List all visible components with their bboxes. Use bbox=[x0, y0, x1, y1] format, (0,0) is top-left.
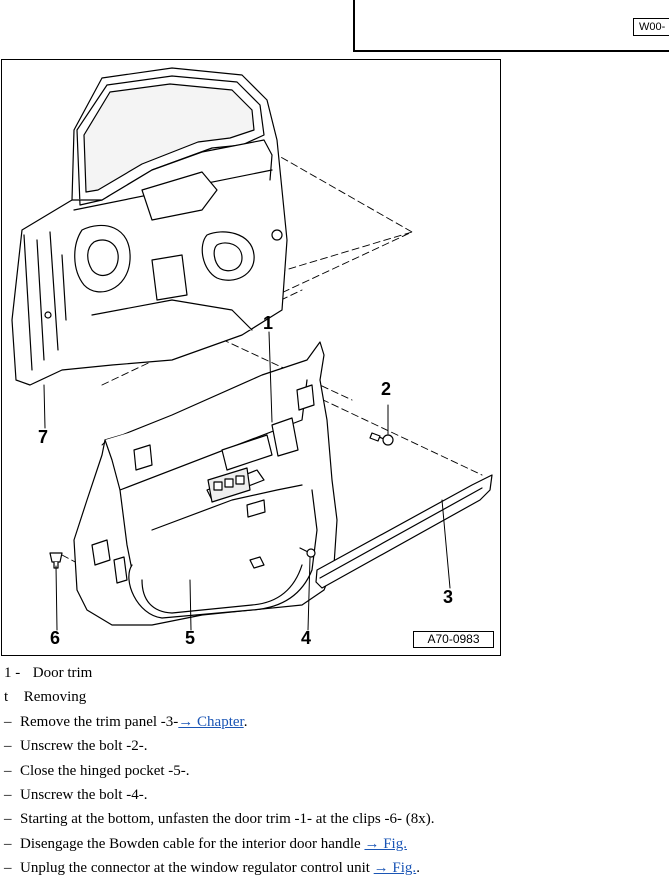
chapter-link[interactable]: → Chapter bbox=[178, 713, 244, 730]
step-text: Remove the trim panel -3- bbox=[20, 713, 179, 730]
clip-6 bbox=[49, 552, 63, 569]
dash-marker: – bbox=[4, 860, 12, 877]
sub-title: Removing bbox=[23, 689, 87, 706]
step-6: –Disengage the Bowden cable for the inte… bbox=[4, 832, 664, 856]
sub-marker: t bbox=[4, 689, 9, 706]
callout-4: 4 bbox=[301, 628, 312, 648]
dash-marker: – bbox=[4, 713, 12, 730]
door-trim-illustration bbox=[11, 67, 493, 631]
header-box bbox=[353, 0, 669, 52]
leader-lines bbox=[43, 331, 451, 631]
dash-marker: – bbox=[4, 738, 12, 755]
dash-marker: – bbox=[4, 786, 12, 803]
callout-6: 6 bbox=[50, 628, 61, 648]
step-text: Unplug the connector at the window regul… bbox=[20, 860, 374, 877]
step-text: Unscrew the bolt -4-. bbox=[20, 786, 148, 803]
callout-3: 3 bbox=[443, 587, 454, 607]
figure-id-label: A70-0983 bbox=[413, 631, 494, 648]
step-text: Disengage the Bowden cable for the inter… bbox=[20, 835, 365, 852]
step-1: –Remove the trim panel -3-→ Chapter. bbox=[4, 710, 664, 734]
legend-text: 1 - Door trim t Removing –Remove the tri… bbox=[4, 661, 664, 881]
step-end: . bbox=[416, 860, 420, 877]
callout-2: 2 bbox=[381, 379, 392, 399]
step-text: Close the hinged pocket -5-. bbox=[20, 762, 190, 779]
step-text: Starting at the bottom, unfasten the doo… bbox=[20, 811, 435, 828]
step-2: –Unscrew the bolt -2-. bbox=[4, 734, 664, 758]
callout-1: 1 bbox=[263, 313, 274, 333]
dash-marker: – bbox=[4, 762, 12, 779]
door-trim-panel bbox=[73, 341, 338, 626]
callout-7: 7 bbox=[38, 427, 49, 447]
figure-link[interactable]: → Fig. bbox=[364, 835, 407, 852]
dash-marker: – bbox=[4, 835, 12, 852]
exploded-view-figure: 1 2 3 4 5 6 7 A70-0983 bbox=[1, 59, 501, 656]
document-code-tag: W00- bbox=[633, 18, 669, 36]
item-number: 1 - bbox=[4, 665, 21, 681]
step-3: –Close the hinged pocket -5-. bbox=[4, 759, 664, 783]
door-shell bbox=[11, 67, 288, 386]
bolt-2 bbox=[369, 432, 394, 446]
step-end: . bbox=[243, 713, 248, 730]
step-5: –Starting at the bottom, unfasten the do… bbox=[4, 807, 664, 831]
step-4: –Unscrew the bolt -4-. bbox=[4, 783, 664, 807]
step-text: Unscrew the bolt -2-. bbox=[20, 738, 148, 755]
trim-strip bbox=[315, 474, 493, 589]
figure-link[interactable]: → Fig. bbox=[373, 860, 417, 877]
legend-item: 1 - Door trim bbox=[4, 661, 664, 685]
dash-marker: – bbox=[4, 811, 12, 828]
bolt-4 bbox=[299, 547, 316, 558]
step-7: –Unplug the connector at the window regu… bbox=[4, 856, 664, 880]
item-title: Door trim bbox=[32, 665, 93, 681]
legend-subheading: t Removing bbox=[4, 685, 664, 709]
callout-5: 5 bbox=[185, 628, 196, 648]
